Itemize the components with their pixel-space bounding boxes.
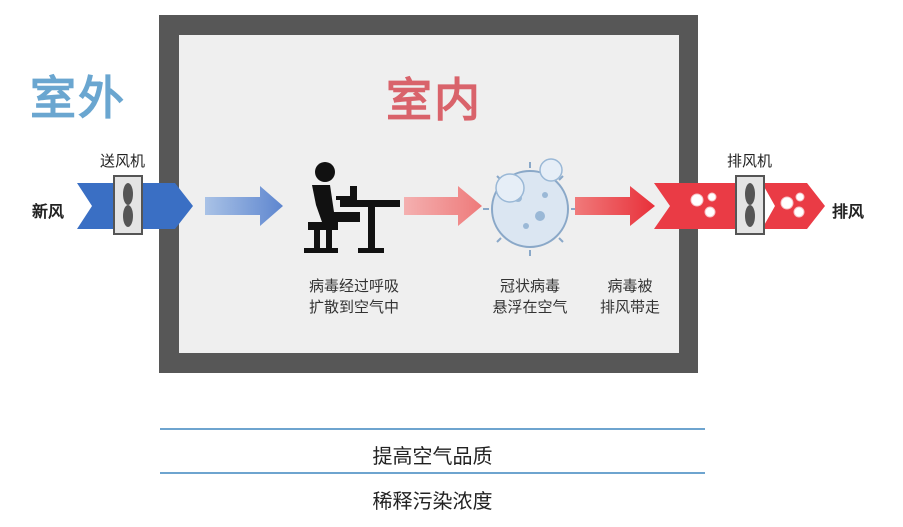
person-step-line-2: 扩散到空气中 bbox=[308, 298, 399, 316]
virus-step-text: 冠状病毒 悬浮在空气 bbox=[470, 276, 590, 318]
benefit-dilute-concentration: 稀释污染浓度 bbox=[372, 489, 493, 513]
virus-step-line-1: 冠状病毒 bbox=[499, 277, 560, 295]
exhaust-step-line-1: 病毒被 bbox=[607, 277, 653, 295]
supply-fan-label: 送风机 bbox=[100, 152, 146, 170]
person-at-desk-icon bbox=[304, 162, 400, 253]
bubble-icon bbox=[690, 192, 805, 218]
fresh-air-label: 新风 bbox=[32, 202, 65, 221]
exhaust-fan-label: 排风机 bbox=[727, 152, 773, 170]
divider-middle bbox=[160, 472, 705, 474]
virus-icon bbox=[483, 158, 577, 256]
exhaust-step-line-2: 排风带走 bbox=[599, 298, 660, 316]
person-step-text: 病毒经过呼吸 扩散到空气中 bbox=[294, 276, 414, 318]
exhaust-air-label: 排风 bbox=[832, 202, 865, 221]
supply-fan-icon bbox=[113, 175, 143, 235]
benefit-air-quality: 提高空气品质 bbox=[372, 444, 493, 468]
exhaust-fan-icon bbox=[735, 175, 765, 235]
fresh-air-arrow bbox=[77, 183, 193, 229]
exhaust-flow-arrow bbox=[575, 186, 655, 226]
exhaust-step-text: 病毒被 排风带走 bbox=[585, 276, 675, 318]
virus-step-line-2: 悬浮在空气 bbox=[492, 298, 568, 316]
indoor-label: 室内 bbox=[386, 73, 482, 127]
divider-top bbox=[160, 428, 705, 430]
inflow-arrow bbox=[205, 186, 283, 226]
spread-arrow bbox=[404, 186, 482, 226]
person-step-line-1: 病毒经过呼吸 bbox=[308, 277, 399, 295]
outdoor-label: 室外 bbox=[30, 71, 126, 125]
